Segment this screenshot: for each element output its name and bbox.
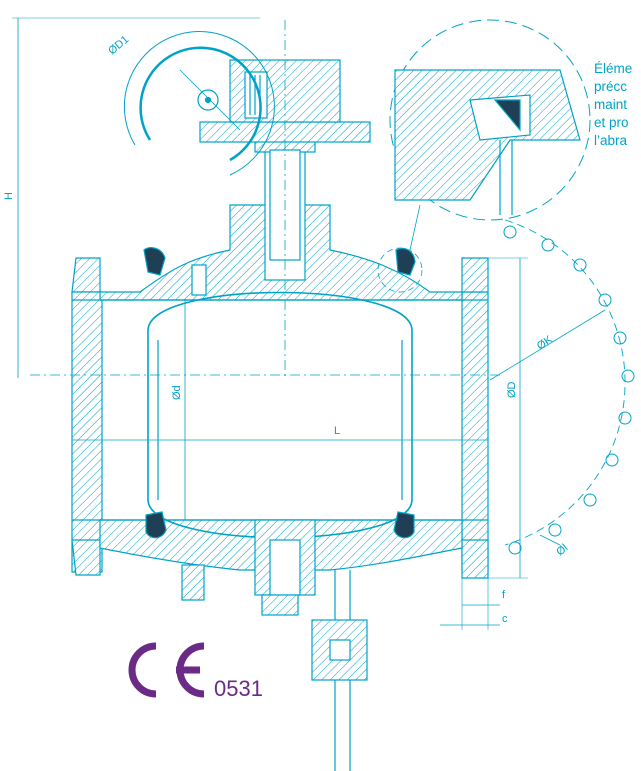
dim-d1: ØD1 bbox=[106, 34, 131, 58]
dim-d-small: Ød bbox=[171, 385, 183, 400]
ce-letter-c bbox=[128, 642, 157, 698]
bolt-hole bbox=[598, 293, 612, 307]
ce-number: 0531 bbox=[214, 676, 263, 700]
annotation-line: Éléme bbox=[594, 61, 633, 76]
annotation-line: précc bbox=[594, 79, 628, 94]
bolt-hole bbox=[508, 541, 522, 555]
left-flange-body bbox=[71, 291, 103, 573]
ball-outline bbox=[147, 291, 413, 539]
bolt-hole bbox=[573, 258, 587, 272]
seat-bottom-left bbox=[145, 511, 167, 539]
right-flange-body bbox=[461, 291, 489, 573]
dim-d-large: ØD bbox=[506, 381, 518, 398]
annotation-line: et pro bbox=[594, 115, 629, 130]
bolt-holes bbox=[503, 225, 635, 555]
bolt-hole bbox=[621, 369, 635, 383]
bolt-hole bbox=[503, 225, 517, 239]
seat-top-right bbox=[395, 247, 416, 276]
bolt-hole bbox=[613, 331, 627, 345]
annotation-line: maint bbox=[594, 97, 628, 112]
seat-bottom-right bbox=[393, 511, 415, 539]
annotation-note: Éléme précc maint et pro l’abra bbox=[594, 60, 641, 150]
dim-h: H bbox=[3, 192, 15, 200]
seat-top-left bbox=[143, 247, 166, 276]
ce-letter-e bbox=[176, 642, 205, 698]
bolt-hole bbox=[541, 238, 555, 252]
dim-i: Øl bbox=[554, 542, 570, 558]
dim-k: ØK bbox=[535, 333, 555, 352]
dim-f: f bbox=[502, 589, 506, 601]
bolt-hole bbox=[605, 453, 619, 467]
bolt-circle bbox=[504, 219, 626, 546]
detail-circle bbox=[389, 19, 591, 221]
bolt-hole bbox=[583, 493, 597, 507]
dim-l: L bbox=[334, 425, 340, 437]
bolt-hole bbox=[548, 523, 562, 537]
handwheel bbox=[139, 46, 262, 162]
left-flange bbox=[71, 257, 101, 293]
annotation-line: l’abra bbox=[594, 133, 628, 148]
dim-c: c bbox=[502, 613, 508, 625]
bolt-hole bbox=[618, 411, 632, 425]
ce-mark: 0531 bbox=[128, 642, 263, 700]
